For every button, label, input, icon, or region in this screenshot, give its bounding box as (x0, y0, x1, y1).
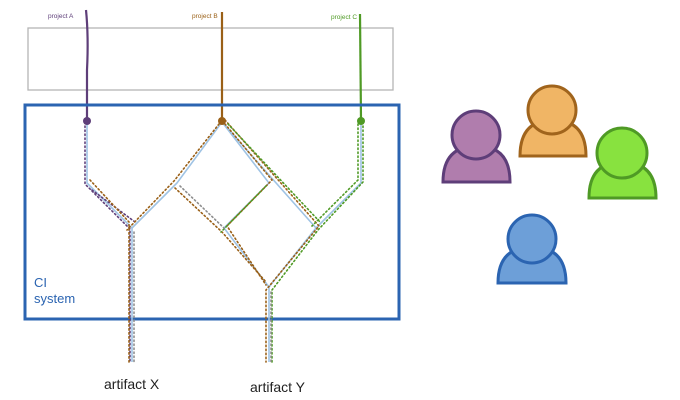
project-a-line (84, 9, 89, 120)
project-a-label: project A (48, 13, 74, 20)
project-c-flow (220, 121, 364, 363)
person-orange-icon (518, 84, 588, 158)
person-purple-icon (441, 109, 512, 184)
pipeline-network (86, 121, 362, 362)
artifact-x-label: artifact X (104, 376, 160, 392)
repository-box (27, 27, 394, 91)
project-c-node (357, 117, 365, 125)
project-a-node (83, 117, 91, 125)
ci-system-label-line2: system (34, 291, 75, 306)
artifact-y-label: artifact Y (250, 379, 306, 395)
project-b-node (218, 117, 226, 125)
project-a-flow (84, 121, 136, 363)
shared-flow (133, 185, 272, 363)
person-blue-icon (496, 213, 568, 285)
project-b-flow (89, 119, 321, 363)
person-green-icon (587, 126, 658, 200)
project-c-label: project C (331, 14, 357, 21)
project-b-label: project B (192, 13, 218, 20)
ci-system-box (23, 103, 401, 321)
ci-system-label-line1: CI (34, 275, 47, 290)
project-c-line (358, 13, 363, 121)
